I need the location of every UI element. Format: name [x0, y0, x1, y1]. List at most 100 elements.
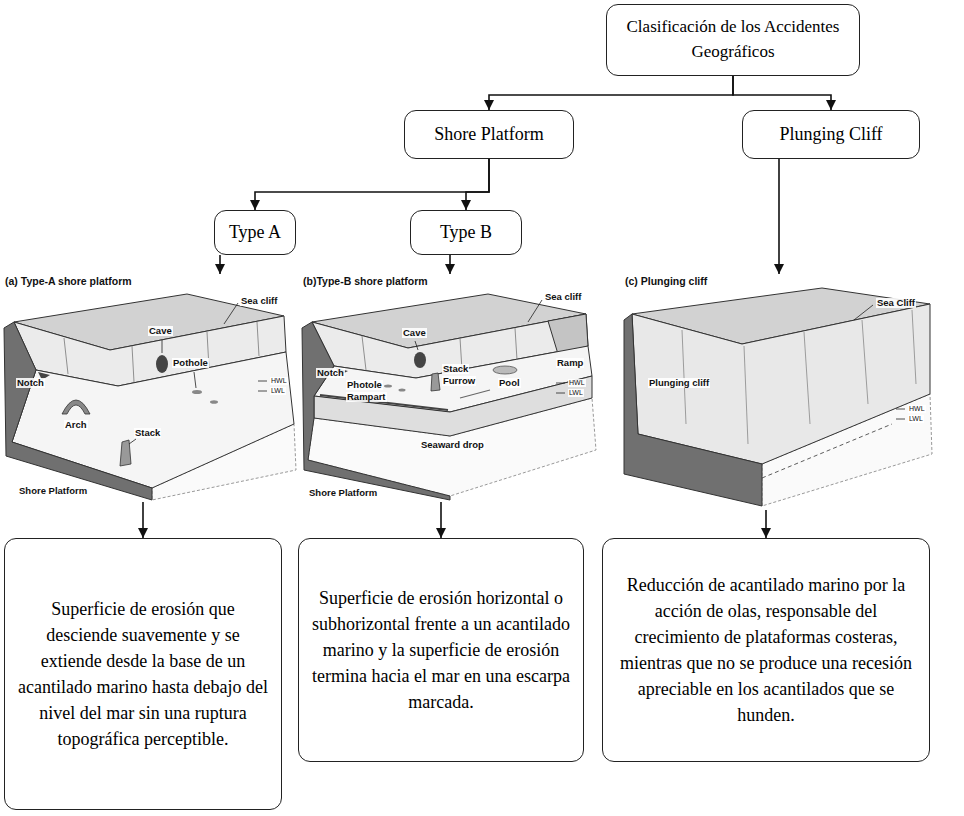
connector-arrow: [255, 159, 489, 210]
pothole: [399, 389, 406, 392]
connector-arrow: [449, 255, 451, 274]
leader-lines: [415, 300, 565, 393]
water-level-label: LWL: [270, 387, 286, 395]
pothole: [210, 400, 218, 404]
feature-label: Cave: [402, 328, 427, 338]
feature-label: Pool: [498, 378, 521, 388]
feature-label: Furrow: [442, 376, 476, 386]
feature-label: Sea cliff: [544, 292, 582, 302]
water-level-tick: [896, 419, 905, 420]
feature-label: Photole: [346, 380, 383, 390]
block: [4, 294, 296, 500]
feature-label: Pothole: [172, 358, 209, 368]
connector-arrow: [733, 76, 831, 110]
pothole: [384, 384, 392, 387]
feature-label: Shore Platform: [308, 488, 378, 498]
feature-label: Sea cliff: [240, 296, 278, 306]
description-text: Superficie de erosión que desciende suav…: [17, 596, 269, 753]
leader: [854, 305, 873, 320]
feature-label: Notch: [316, 368, 345, 378]
joint: [132, 346, 134, 382]
box-label: Type A: [229, 219, 281, 245]
category-box: Type B: [410, 210, 522, 255]
leader-lines: [854, 305, 905, 419]
feature-label: Ramp: [556, 358, 584, 368]
connector-arrow: [489, 76, 733, 110]
type-b-illustration: [300, 274, 600, 502]
panel-heading: (a) Type-A shore platform: [4, 276, 133, 288]
box-label: Clasificación de los Accidentes Geográfi…: [615, 15, 851, 64]
furrow: [460, 390, 490, 398]
leader: [528, 300, 542, 322]
water-level-tick: [258, 381, 267, 382]
feature-label: Shore Platform: [18, 486, 88, 496]
seaward-drop: [314, 376, 592, 436]
feature-label: Notch: [16, 378, 45, 388]
stack: [431, 373, 440, 391]
description-box: Superficie de erosión que desciende suav…: [4, 538, 282, 810]
cave: [414, 352, 426, 368]
feature-label: Plunging cliff: [648, 378, 710, 388]
illustration-panel: (c) Plunging cliffSea CliffPlunging clif…: [622, 274, 936, 510]
joint: [744, 346, 748, 444]
joint: [912, 310, 916, 384]
connector-arrow: [219, 255, 221, 274]
connector-arrow: [142, 502, 144, 538]
water-level-tick: [556, 393, 565, 394]
cliff-joints: [682, 310, 916, 444]
feature-label: Stack: [134, 428, 161, 438]
leader-lines: [129, 303, 267, 444]
plunging-cliff-illustration: [622, 274, 936, 510]
sea-level: [762, 424, 892, 478]
leader: [129, 439, 136, 444]
feature-label: Cave: [148, 326, 173, 336]
connector-arrow: [466, 159, 489, 210]
rock-section: [4, 322, 152, 500]
joint: [682, 330, 686, 424]
water-level-label: HWL: [568, 379, 586, 387]
feature-label: Sea Cliff: [876, 298, 916, 308]
category-box: Clasificación de los Accidentes Geográfi…: [606, 4, 860, 76]
connector-arrow: [778, 159, 780, 274]
water-level-label: LWL: [568, 389, 584, 397]
water-level-label: HWL: [908, 405, 926, 413]
category-box: Shore Platform: [404, 110, 574, 159]
box-label: Type B: [440, 219, 492, 245]
connector-arrow: [440, 502, 442, 538]
joint: [64, 338, 68, 374]
connector-arrow: [765, 510, 767, 538]
leader: [415, 341, 418, 350]
type-a-illustration: [2, 274, 298, 502]
joint: [515, 328, 517, 360]
illustration-panel: (a) Type-A shore platformSea cliffCavePo…: [2, 274, 298, 502]
rock-section: [624, 314, 762, 506]
box-label: Plunging Cliff: [779, 121, 882, 147]
feature-label: Arch: [64, 420, 88, 430]
water-level-label: LWL: [908, 415, 924, 423]
panel-heading: (c) Plunging cliff: [624, 276, 708, 288]
cave: [156, 355, 168, 373]
leader: [224, 303, 238, 324]
joint: [362, 336, 366, 370]
arch: [62, 400, 90, 414]
feature-label: Stack: [442, 364, 469, 374]
category-box: Type A: [214, 210, 296, 255]
joint: [862, 320, 868, 404]
cliff-joints: [64, 322, 259, 382]
joint: [257, 322, 259, 356]
rock-section: [302, 322, 450, 500]
category-box: Plunging Cliff: [742, 110, 920, 159]
feature-label: Rampart: [346, 392, 387, 402]
water-level-tick: [556, 383, 565, 384]
leader: [194, 372, 196, 388]
illustration-panel: (b)Type-B shore platformSea cliffRamp Cav…: [300, 274, 600, 502]
description-text: Reducción de acantilado marino por la ac…: [615, 572, 917, 729]
cliff-face: [632, 304, 930, 464]
pool: [493, 366, 517, 374]
description-text: Superficie de erosión horizontal o subho…: [311, 585, 571, 715]
panel-heading: (b)Type-B shore platform: [302, 276, 429, 288]
description-box: Superficie de erosión horizontal o subho…: [298, 538, 584, 762]
pothole: [192, 390, 202, 394]
water-level-label: HWL: [270, 377, 288, 385]
leader: [162, 340, 163, 353]
